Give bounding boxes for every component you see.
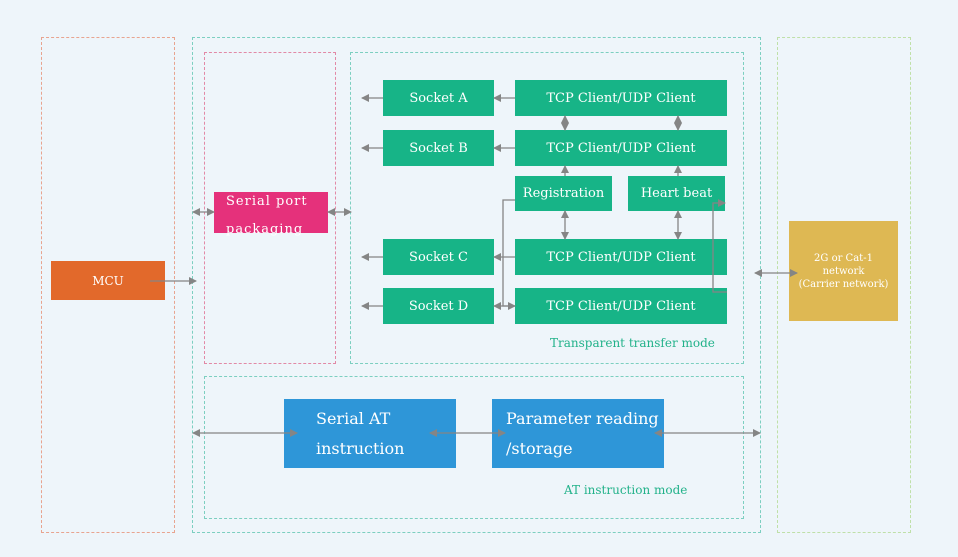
socket-c-label: Socket C: [409, 249, 468, 265]
heartbeat-client-d-loop: [712, 199, 727, 293]
heartbeat-label: Heart beat: [640, 186, 713, 201]
mcu-label: MCU: [92, 273, 124, 288]
client-b-label: TCP Client/UDP Client: [546, 140, 696, 156]
serial-at-label-line1: Serial AT: [316, 409, 391, 429]
client-d-label: TCP Client/UDP Client: [546, 298, 696, 314]
mcu-box: MCU: [51, 261, 165, 300]
socket-d-box: Socket D: [383, 288, 494, 324]
client-c-box: TCP Client/UDP Client: [515, 239, 727, 275]
socket-a-box: Socket A: [383, 80, 494, 116]
param-box: Parameter reading /storage: [492, 399, 664, 468]
param-label-line2: /storage: [506, 438, 573, 458]
at-mode-label: AT instruction mode: [564, 483, 688, 497]
registration-client-d-loop: [502, 199, 516, 310]
registration-box: Registration: [515, 176, 612, 211]
socket-c-box: Socket C: [383, 239, 494, 275]
client-b-box: TCP Client/UDP Client: [515, 130, 727, 166]
heartbeat-box: Heart beat: [628, 176, 725, 211]
registration-label: Registration: [522, 186, 605, 201]
at-mode-frame: [204, 376, 744, 519]
serial-port-box: Serial port packaging: [214, 192, 328, 237]
serial-at-box: Serial AT instruction: [284, 399, 456, 468]
socket-b-label: Socket B: [409, 140, 468, 156]
serial-port-label-line2: packaging: [226, 222, 304, 237]
transparent-mode-label: Transparent transfer mode: [550, 336, 715, 350]
client-a-label: TCP Client/UDP Client: [546, 90, 696, 106]
socket-d-label: Socket D: [408, 298, 469, 314]
serial-port-label-line1: Serial port: [226, 194, 308, 209]
socket-b-box: Socket B: [383, 130, 494, 166]
socket-a-label: Socket A: [409, 90, 468, 106]
client-d-box: TCP Client/UDP Client: [515, 288, 727, 324]
network-label-line2: network: [822, 265, 865, 277]
mcu-zone-frame: [41, 37, 175, 533]
network-box: 2G or Cat-1 network (Carrier network): [789, 221, 898, 321]
param-label-line1: Parameter reading: [506, 409, 659, 429]
network-label-line3: (Carrier network): [798, 278, 889, 290]
module-zone-frame: [192, 37, 761, 533]
client-a-box: TCP Client/UDP Client: [515, 80, 727, 116]
network-label-line1: 2G or Cat-1: [814, 252, 873, 264]
network-zone-frame: [777, 37, 911, 533]
serial-at-label-line2: instruction: [316, 438, 405, 458]
client-c-label: TCP Client/UDP Client: [546, 249, 696, 265]
